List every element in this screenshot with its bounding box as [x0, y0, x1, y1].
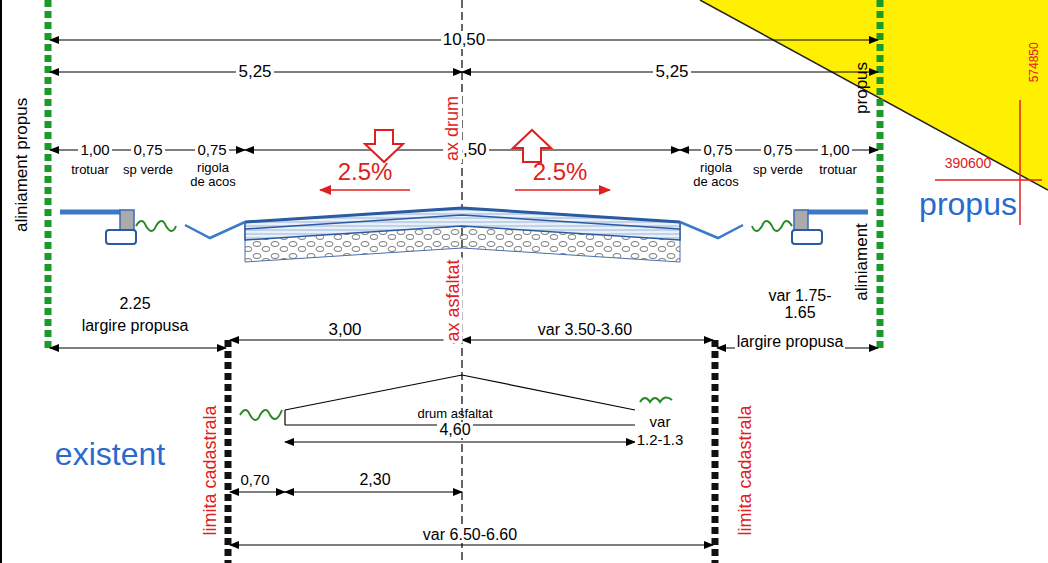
- dimension-label: 0,75: [195, 142, 228, 158]
- dimension-label: 5,25: [236, 63, 273, 81]
- vertical-label: 574850: [1028, 42, 1041, 82]
- dimension-label: trotuar: [819, 163, 857, 177]
- dimension-label: rigola de acos: [693, 161, 739, 188]
- dimension-label: 5,25: [653, 63, 690, 81]
- dimension-label: 0,75: [701, 142, 734, 158]
- dimension-label: 1.2-1.3: [635, 432, 686, 448]
- dimension-label: 10,50: [441, 31, 488, 49]
- dimension-label: var: [650, 414, 671, 430]
- dimension-label: propus: [919, 188, 1017, 222]
- dimension-label: largire propusa: [735, 334, 846, 351]
- vertical-label: aliniament propus: [13, 96, 31, 234]
- dimension-label: 1,00: [818, 142, 851, 158]
- dimension-label: largire propusa: [82, 318, 189, 335]
- dimension-label: existent: [55, 438, 165, 472]
- dimension-label: 0,75: [131, 142, 164, 158]
- dimension-label: 3,00: [326, 321, 363, 339]
- vertical-label: limita cadastrala: [201, 403, 220, 537]
- vertical-label: aliniament: [853, 223, 871, 301]
- dimension-label: 0,75: [761, 142, 794, 158]
- vertical-label: limita cadastrala: [736, 403, 755, 537]
- vertical-label: ax asfaltat: [444, 257, 463, 343]
- dimension-label: sp verde: [753, 163, 803, 177]
- dimension-label: 390600: [945, 156, 992, 171]
- dimension-label: 2,30: [357, 472, 392, 489]
- dimension-label: sp verde: [123, 163, 173, 177]
- dimension-label: var 6.50-6.60: [421, 527, 519, 544]
- dimension-label: trotuar: [71, 163, 109, 177]
- dimension-label: 2.5%: [533, 159, 588, 184]
- dimension-label: 1,00: [78, 142, 111, 158]
- vertical-label: ax drum: [444, 93, 463, 162]
- dimension-label: var 3.50-3.60: [536, 322, 634, 339]
- dimension-label: 4,60: [437, 422, 472, 439]
- dimension-label: var 1.75-1.65: [765, 288, 835, 322]
- dimension-label: rigola de acos: [190, 161, 236, 188]
- dimension-label: 0,70: [238, 472, 271, 488]
- vertical-label: propus: [853, 62, 871, 114]
- dimension-label: 2.25: [119, 296, 150, 313]
- dimension-label: 2.5%: [338, 159, 393, 184]
- dimension-label: drum asfaltat: [417, 407, 492, 421]
